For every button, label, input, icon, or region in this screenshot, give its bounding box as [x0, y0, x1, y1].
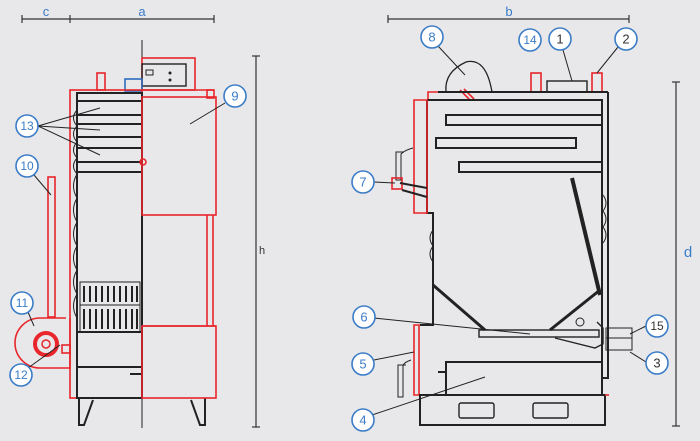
dimension-d: d: [672, 81, 692, 427]
dimension-b-label: b: [505, 4, 512, 19]
svg-text:13: 13: [20, 119, 34, 133]
callout-13: 13: [15, 114, 39, 138]
callout-9: 9: [223, 84, 247, 108]
dimension-h: h: [252, 55, 265, 428]
svg-text:10: 10: [20, 159, 34, 173]
callout-14: 14: [518, 28, 542, 52]
svg-text:1: 1: [556, 32, 563, 47]
callout-7: 7: [351, 170, 375, 194]
dimension-a-label: a: [138, 4, 146, 19]
callout-6: 6: [352, 305, 376, 329]
svg-text:7: 7: [359, 175, 366, 190]
svg-text:12: 12: [14, 368, 28, 382]
svg-text:8: 8: [428, 30, 435, 45]
callout-11: 11: [10, 291, 34, 315]
dimension-d-label: d: [684, 244, 692, 261]
svg-text:9: 9: [231, 89, 238, 104]
front-view: [14, 40, 217, 428]
callout-10: 10: [15, 154, 39, 178]
svg-text:15: 15: [650, 319, 664, 333]
dimension-h-label: h: [259, 245, 265, 257]
dimension-c: c: [21, 4, 70, 23]
dimension-c-label: c: [43, 4, 50, 19]
callout-4: 4: [351, 408, 375, 432]
dimension-b: b: [387, 4, 630, 23]
svg-text:3: 3: [653, 356, 660, 371]
svg-text:2: 2: [622, 32, 629, 47]
callout-2: 2: [614, 27, 638, 51]
svg-text:14: 14: [523, 33, 537, 47]
callout-12: 12: [9, 363, 33, 387]
svg-text:5: 5: [359, 357, 366, 372]
svg-text:11: 11: [16, 296, 29, 310]
side-view: [391, 60, 633, 426]
svg-text:4: 4: [359, 413, 366, 428]
callout-8: 8: [420, 25, 444, 49]
callout-15: 15: [645, 314, 669, 338]
svg-text:6: 6: [360, 310, 367, 325]
leader-lines: [27, 45, 647, 416]
callout-1: 1: [548, 27, 572, 51]
callout-3: 3: [645, 351, 669, 375]
fan: [14, 317, 71, 369]
callout-5: 5: [351, 352, 375, 376]
grate: [79, 281, 141, 333]
dimension-a: a: [69, 4, 215, 23]
